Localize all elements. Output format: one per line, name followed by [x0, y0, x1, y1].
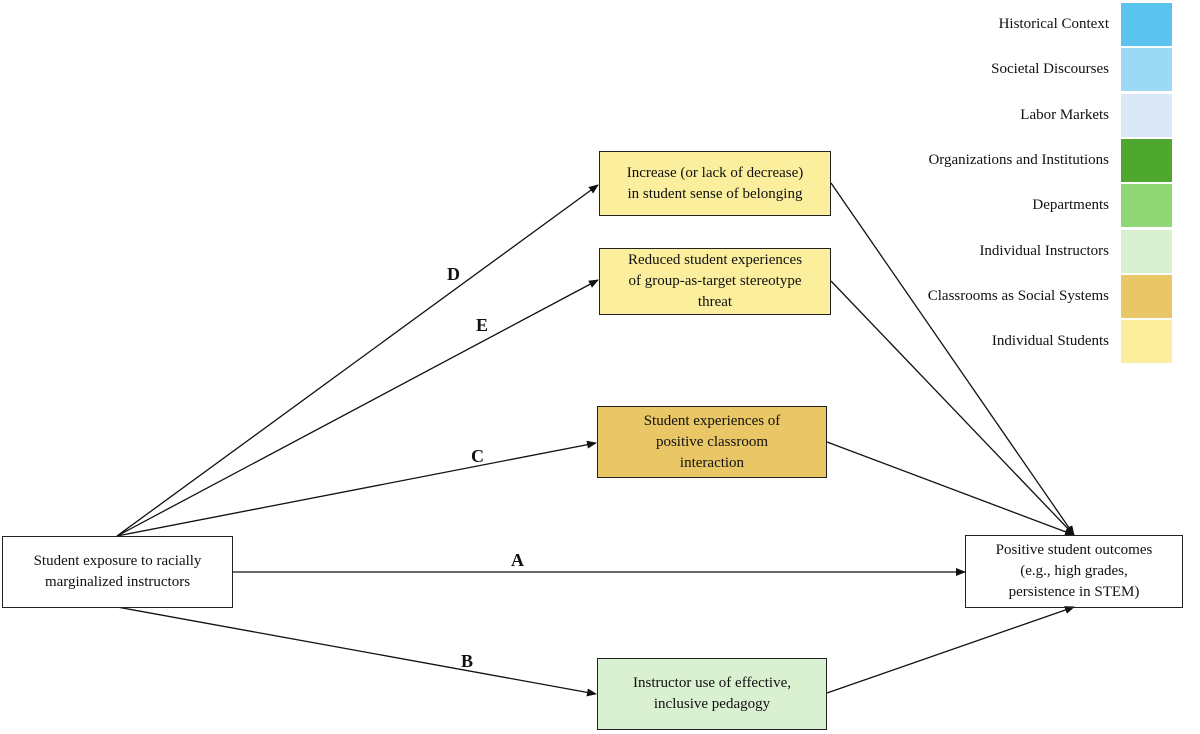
node-inclusive-pedagogy-label: Instructor use of effective, inclusive p… — [633, 675, 791, 712]
legend-item-classrooms-social-systems: Classrooms as Social Systems — [832, 274, 1172, 319]
edge-b — [116, 606, 597, 697]
legend-label: Individual Students — [991, 333, 1109, 350]
legend-swatch — [1121, 184, 1172, 228]
edge-belonging-outcome — [830, 182, 1075, 536]
edge-label-c: C — [471, 446, 484, 466]
legend-swatch — [1121, 229, 1172, 273]
legend-label: Historical Context — [998, 16, 1109, 33]
legend: Historical Context Societal Discourses L… — [832, 2, 1172, 364]
legend-label: Organizations and Institutions — [928, 152, 1109, 169]
node-inclusive-pedagogy: Instructor use of effective, inclusive p… — [597, 658, 827, 730]
node-stereotype-threat: Reduced student experiences of group-as-… — [599, 248, 831, 315]
legend-swatch — [1121, 93, 1172, 137]
legend-swatch — [1121, 274, 1172, 318]
legend-swatch — [1121, 48, 1172, 92]
edge-label-b: B — [461, 651, 474, 671]
legend-swatch — [1121, 139, 1172, 183]
node-classroom-interaction: Student experiences of positive classroo… — [597, 406, 827, 478]
edge-c — [116, 440, 597, 537]
node-sense-of-belonging: Increase (or lack of decrease) in studen… — [599, 151, 831, 216]
edge-d — [116, 184, 599, 537]
node-student-exposure: Student exposure to racially marginalize… — [2, 536, 233, 608]
edge-label-a: A — [511, 550, 524, 570]
edge-interaction-outcome — [826, 441, 1075, 536]
edge-e — [116, 279, 599, 537]
legend-item-historical-context: Historical Context — [832, 2, 1172, 47]
legend-item-societal-discourses: Societal Discourses — [832, 47, 1172, 92]
node-classroom-interaction-label: Student experiences of positive classroo… — [643, 412, 781, 471]
legend-item-organizations-institutions: Organizations and Institutions — [832, 138, 1172, 183]
edge-label-e: E — [476, 315, 489, 335]
legend-item-labor-markets: Labor Markets — [832, 93, 1172, 138]
legend-item-departments: Departments — [832, 183, 1172, 228]
edge-stereotype-outcome — [830, 280, 1075, 536]
legend-item-individual-students: Individual Students — [832, 319, 1172, 364]
node-student-exposure-label: Student exposure to racially marginalize… — [33, 553, 202, 590]
legend-label: Classrooms as Social Systems — [927, 287, 1109, 304]
edge-pedagogy-outcome — [826, 606, 1075, 694]
legend-label: Departments — [1032, 197, 1109, 214]
node-sense-of-belonging-label: Increase (or lack of decrease) in studen… — [626, 164, 804, 202]
legend-item-individual-instructors: Individual Instructors — [832, 228, 1172, 273]
legend-label: Individual Instructors — [979, 242, 1109, 259]
legend-label: Labor Markets — [1020, 106, 1109, 123]
node-positive-outcomes-label: Positive student outcomes (e.g., high gr… — [995, 542, 1153, 600]
legend-swatch — [1121, 3, 1172, 47]
node-stereotype-threat-label: Reduced student experiences of group-as-… — [627, 252, 803, 310]
legend-swatch — [1121, 320, 1172, 364]
legend-label: Societal Discourses — [991, 61, 1109, 78]
edge-label-d: D — [447, 264, 460, 284]
node-positive-outcomes: Positive student outcomes (e.g., high gr… — [965, 535, 1183, 608]
